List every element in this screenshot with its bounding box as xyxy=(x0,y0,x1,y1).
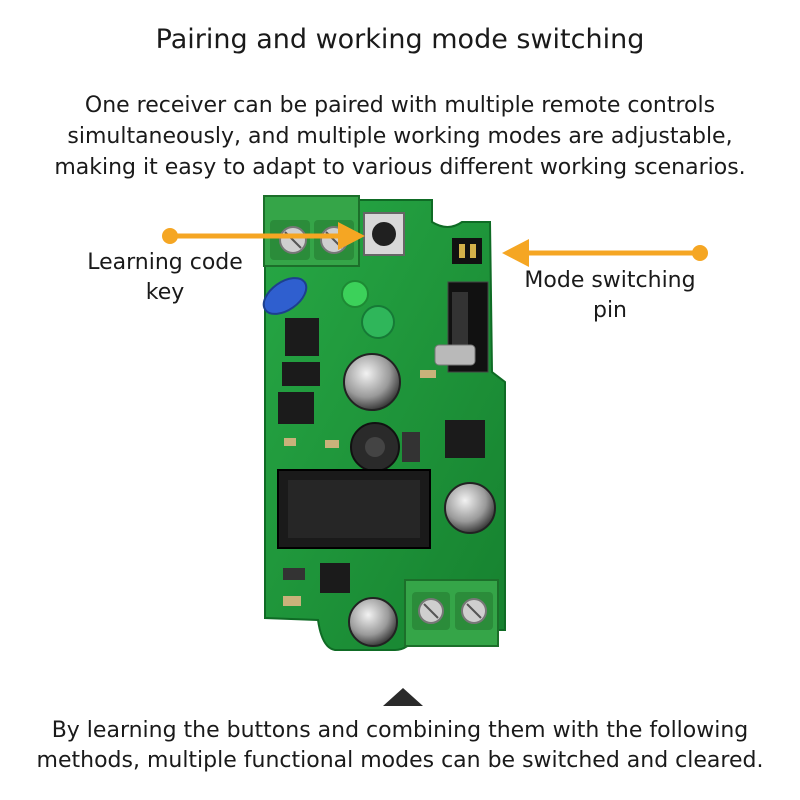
mode-switch-pins xyxy=(452,238,482,264)
chip-u1 xyxy=(285,318,319,356)
label-line: key xyxy=(145,280,185,305)
blue-capacitor xyxy=(262,277,308,315)
label-line: pin xyxy=(592,298,628,323)
intro-text: One receiver can be paired with multiple… xyxy=(0,90,800,183)
terminal-block-bottom xyxy=(404,579,499,647)
capacitor-c1 xyxy=(343,353,401,411)
learning-key-label: Learning code key xyxy=(70,248,260,308)
crystal xyxy=(434,344,476,366)
up-triangle-icon xyxy=(383,688,423,706)
intro-line: simultaneously, and multiple working mod… xyxy=(67,124,733,149)
capacitor-c2 xyxy=(444,482,496,534)
green-led xyxy=(341,280,369,308)
intro-line: One receiver can be paired with multiple… xyxy=(84,93,716,118)
footer-text: By learning the buttons and combining th… xyxy=(0,716,800,776)
footer-line: methods, multiple functional modes can b… xyxy=(36,748,764,773)
mode-pin-arrow xyxy=(502,239,708,267)
chip-reg xyxy=(278,392,314,424)
mode-pin-label: Mode switching pin xyxy=(505,266,715,326)
footer-line: By learning the buttons and combining th… xyxy=(51,718,749,743)
chip-es1 xyxy=(282,362,320,386)
intro-line: making it easy to adapt to various diffe… xyxy=(54,155,746,180)
label-line: Mode switching xyxy=(524,268,696,293)
green-inductor xyxy=(361,305,395,339)
chip-mcu xyxy=(445,420,485,458)
capacitor-c8 xyxy=(348,597,398,647)
page-title: Pairing and working mode switching xyxy=(155,24,645,55)
label-line: Learning code xyxy=(87,250,243,275)
learning-key-arrow xyxy=(162,222,365,250)
learning-key-button xyxy=(363,212,405,256)
